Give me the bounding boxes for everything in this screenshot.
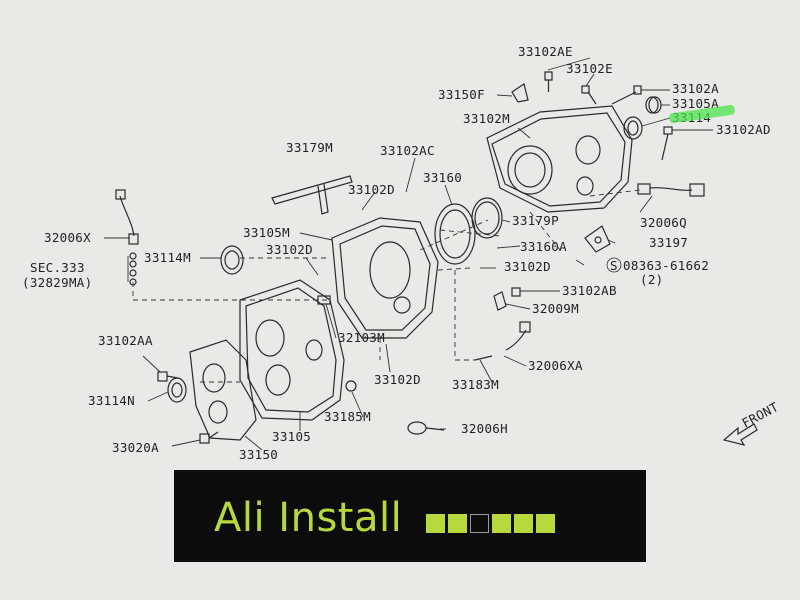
label-33102AC: 33102AC	[380, 143, 435, 158]
label-33020A: 33020A	[112, 440, 159, 455]
center-case-33105M	[331, 217, 439, 339]
front-label: FRONT	[739, 399, 781, 431]
progress-squares	[426, 514, 555, 533]
label-33102D-right: 33102D	[504, 259, 551, 274]
sensor-32006Q	[637, 183, 705, 197]
label-33102D-mid: 33102D	[266, 242, 313, 257]
sensor-32006X	[115, 189, 139, 245]
s-symbol-circle	[606, 257, 622, 273]
label-32006X: 32006X	[44, 230, 91, 245]
label-33105M: 33105M	[243, 225, 290, 240]
label-33197: 33197	[649, 235, 688, 250]
label-33114M: 33114M	[144, 250, 191, 265]
progress-square-filled	[536, 514, 555, 533]
s-symbol: S	[610, 258, 618, 273]
transfer-case-33105	[239, 279, 345, 421]
seal-33114N	[167, 377, 187, 403]
label-08363-61662: 08363-61662	[623, 258, 709, 273]
seal-33114M	[220, 245, 244, 275]
progress-square-filled	[448, 514, 467, 533]
leader-lines	[104, 57, 713, 451]
cover-plate-33150	[189, 339, 257, 441]
label-33102A: 33102A	[672, 81, 719, 96]
progress-square-filled	[514, 514, 533, 533]
label-33102D-top: 33102D	[348, 182, 395, 197]
bolt-33102AB	[511, 287, 521, 297]
sensor-32006XA	[505, 321, 531, 351]
label-33102AD: 33102AD	[716, 122, 771, 137]
label-32009M: 32009M	[532, 301, 579, 316]
bracket-33197	[584, 225, 611, 253]
label-33114N: 33114N	[88, 393, 135, 408]
rear-extension-housing	[486, 105, 633, 213]
bracket-33150F	[511, 83, 529, 103]
progress-square-filled	[492, 514, 511, 533]
front-arrow-icon	[722, 423, 758, 446]
label-33179M: 33179M	[286, 140, 333, 155]
label-33102D-bottom: 33102D	[374, 372, 421, 387]
bolt-33102AA	[157, 371, 179, 382]
label-qty-2: (2)	[640, 272, 663, 287]
label-33102E: 33102E	[566, 61, 613, 76]
label-33185M: 33185M	[324, 409, 371, 424]
banner-title: Ali Install	[214, 495, 403, 541]
label-33183M: 33183M	[452, 377, 499, 392]
plug-33185M	[345, 380, 357, 392]
label-32829MA: (32829MA)	[22, 275, 92, 290]
label-33102AB: 33102AB	[562, 283, 617, 298]
label-33160A: 33160A	[520, 239, 567, 254]
oil-seal-33114	[623, 116, 643, 140]
label-sec333: SEC.333	[30, 260, 85, 275]
label-33105: 33105	[272, 429, 311, 444]
label-33102AA: 33102AA	[98, 333, 153, 348]
sensor-33183M	[474, 355, 493, 361]
bolt-33020A	[199, 431, 219, 444]
label-33179P: 33179P	[512, 213, 559, 228]
label-33150: 33150	[239, 447, 278, 462]
ring-33160	[434, 203, 476, 265]
label-33160: 33160	[423, 170, 462, 185]
assembly-lines	[132, 189, 641, 383]
label-32103M: 32103M	[338, 330, 385, 345]
label-32006Q: 32006Q	[640, 215, 687, 230]
label-32006H: 32006H	[461, 421, 508, 436]
ring-33179P	[471, 197, 503, 239]
bolt-33102AE	[544, 71, 553, 92]
label-33102M: 33102M	[463, 111, 510, 126]
ali-install-banner: Ali Install	[174, 470, 646, 562]
sensor-32006H	[407, 421, 445, 435]
bolt-33102E	[581, 85, 597, 105]
progress-square-filled	[426, 514, 445, 533]
shift-rod-33179M	[271, 175, 353, 215]
progress-square-empty	[470, 514, 489, 533]
label-33150F: 33150F	[438, 87, 485, 102]
seal-33105A	[645, 96, 662, 114]
bracket-32009M	[493, 291, 507, 311]
label-32006XA: 32006XA	[528, 358, 583, 373]
bolt-33102AD	[661, 126, 673, 161]
bolt-33102A	[611, 85, 642, 105]
label-33102AE: 33102AE	[518, 44, 573, 59]
sec333-connectors	[127, 252, 137, 286]
